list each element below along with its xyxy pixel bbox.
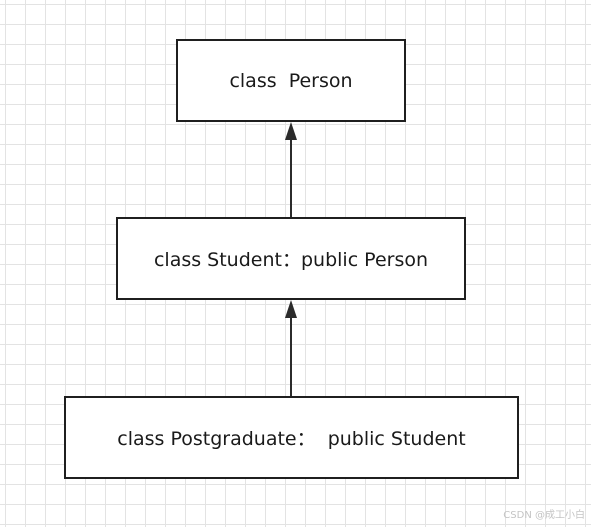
class-box-postgraduate: class Postgraduate： public Student bbox=[64, 396, 519, 479]
class-label-student: class Student：public Person bbox=[153, 249, 429, 271]
class-label-person: class Person bbox=[229, 69, 353, 92]
watermark: CSDN @成工小白 bbox=[503, 510, 585, 521]
class-box-person: class Person bbox=[176, 39, 406, 122]
class-box-student: class Student：public Person bbox=[116, 217, 466, 300]
arrow-student-to-person bbox=[285, 122, 297, 217]
arrow-postgraduate-to-student bbox=[285, 300, 297, 396]
class-label-postgraduate: class Postgraduate： public Student bbox=[117, 428, 466, 450]
